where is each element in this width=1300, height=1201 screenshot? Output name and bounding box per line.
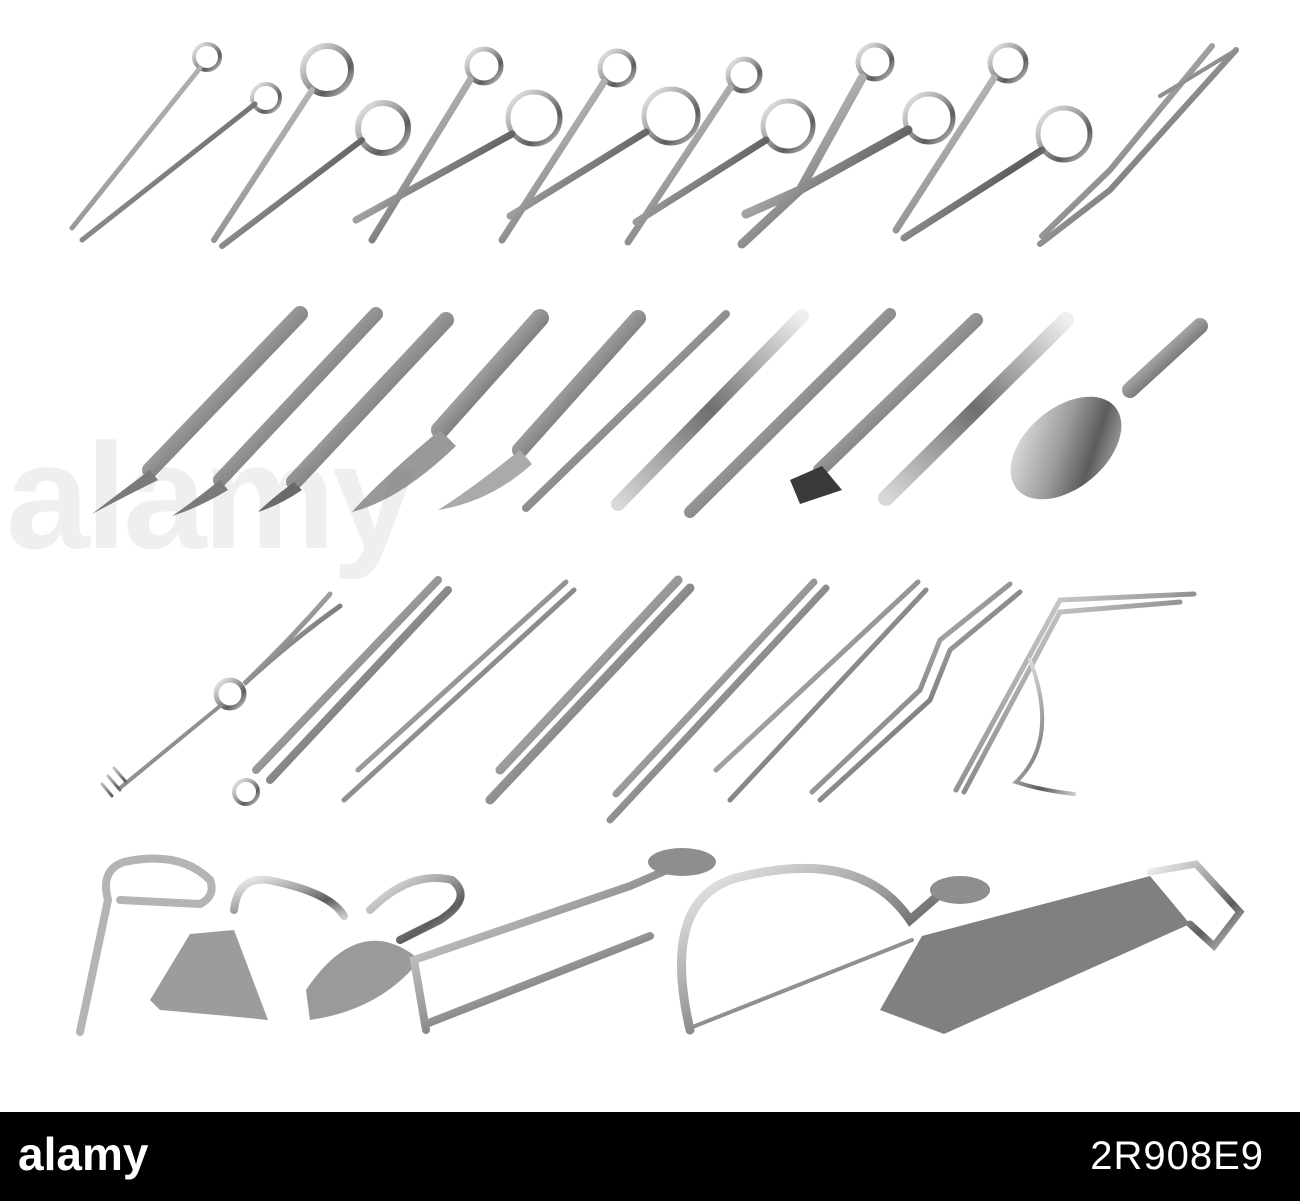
row-scalpels <box>92 306 1208 518</box>
surgical-instruments-illustration: alamy <box>6 42 1245 1036</box>
row-saws <box>76 848 1245 1036</box>
tweezers-3 <box>606 578 830 824</box>
probe-1 <box>522 310 730 512</box>
retractor <box>100 591 343 798</box>
saw-2 <box>150 875 348 1020</box>
hacksaw-2 <box>677 863 990 1035</box>
bayonet-forceps <box>809 581 1023 803</box>
spatula-1 <box>611 309 809 511</box>
sponge-forceps <box>232 576 452 806</box>
scissors-3 <box>624 56 816 246</box>
scissors-4 <box>892 42 1093 242</box>
saw-3 <box>306 874 465 1020</box>
saw-knife <box>684 308 896 518</box>
row-forceps <box>100 575 1197 824</box>
scalpel-1 <box>92 306 308 514</box>
spatula-2 <box>878 312 1074 506</box>
row-scissors <box>69 42 1239 249</box>
bandage-scissors <box>737 42 956 249</box>
bottom-brand-bar: alamy 2R908E9 <box>0 1112 1300 1201</box>
scissors-2 <box>498 48 701 244</box>
micro-scissors <box>1037 43 1239 247</box>
suture-needle <box>1012 658 1076 796</box>
alamy-logo-icon: alamy <box>18 1128 149 1180</box>
tweezers-1 <box>341 579 577 803</box>
amputation-saw <box>880 860 1245 1034</box>
svg-text:alamy: alamy <box>18 1128 149 1180</box>
scalpel-3 <box>258 312 454 512</box>
clamp-2 <box>211 43 411 249</box>
saw-handle-1 <box>76 854 216 1036</box>
scalpel-5 <box>438 310 646 510</box>
spoon <box>1010 318 1208 500</box>
angled-forceps <box>953 591 1197 795</box>
brand-logo[interactable]: alamy <box>18 1126 168 1186</box>
tweezers-4 <box>713 579 929 803</box>
scalpel-2 <box>172 307 383 516</box>
comb-tool <box>790 313 983 504</box>
hacksaw-1 <box>409 848 716 1034</box>
image-code: 2R908E9 <box>1090 1134 1264 1178</box>
clamp-1 <box>69 42 282 243</box>
scissors-1 <box>352 46 563 244</box>
scalpel-4 <box>352 309 549 512</box>
tweezers-2 <box>485 575 695 805</box>
